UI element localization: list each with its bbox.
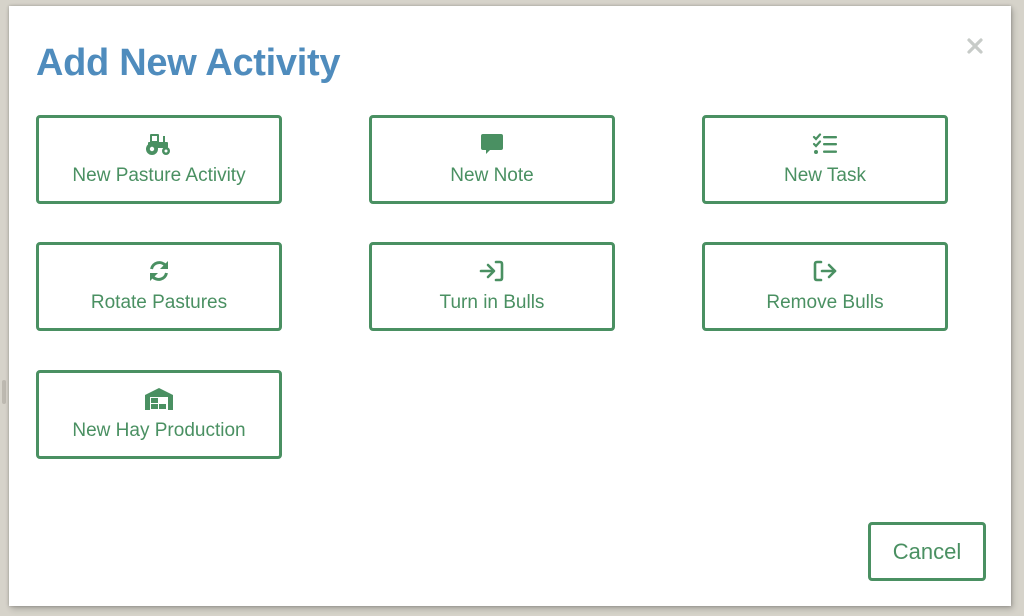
tile-label: New Hay Production bbox=[72, 420, 246, 441]
dialog-title: Add New Activity bbox=[36, 42, 341, 84]
task-list-icon bbox=[812, 132, 838, 156]
new-hay-production-button[interactable]: New Hay Production bbox=[36, 370, 282, 459]
remove-bulls-button[interactable]: Remove Bulls bbox=[702, 242, 948, 331]
close-icon bbox=[967, 38, 983, 54]
new-note-button[interactable]: New Note bbox=[369, 115, 615, 204]
backdrop-scroll-handle bbox=[2, 380, 6, 404]
close-button[interactable] bbox=[963, 34, 987, 58]
comment-icon bbox=[480, 132, 504, 156]
tile-label: New Note bbox=[450, 165, 534, 186]
tile-label: New Pasture Activity bbox=[72, 165, 246, 186]
tile-label: Rotate Pastures bbox=[90, 292, 228, 313]
new-task-button[interactable]: New Task bbox=[702, 115, 948, 204]
turn-in-bulls-button[interactable]: Turn in Bulls bbox=[369, 242, 615, 331]
sign-out-icon bbox=[812, 259, 838, 283]
cancel-button[interactable]: Cancel bbox=[868, 522, 986, 581]
tractor-icon bbox=[144, 132, 174, 156]
tile-label: Turn in Bulls bbox=[439, 292, 545, 313]
new-pasture-activity-button[interactable]: New Pasture Activity bbox=[36, 115, 282, 204]
rotate-icon bbox=[147, 259, 171, 283]
warehouse-icon bbox=[144, 387, 174, 411]
sign-in-icon bbox=[479, 259, 505, 283]
tile-label: Remove Bulls bbox=[766, 292, 884, 313]
tile-label: New Task bbox=[783, 165, 866, 186]
add-activity-dialog: Add New Activity New Pasture Activity bbox=[9, 6, 1011, 606]
rotate-pastures-button[interactable]: Rotate Pastures bbox=[36, 242, 282, 331]
